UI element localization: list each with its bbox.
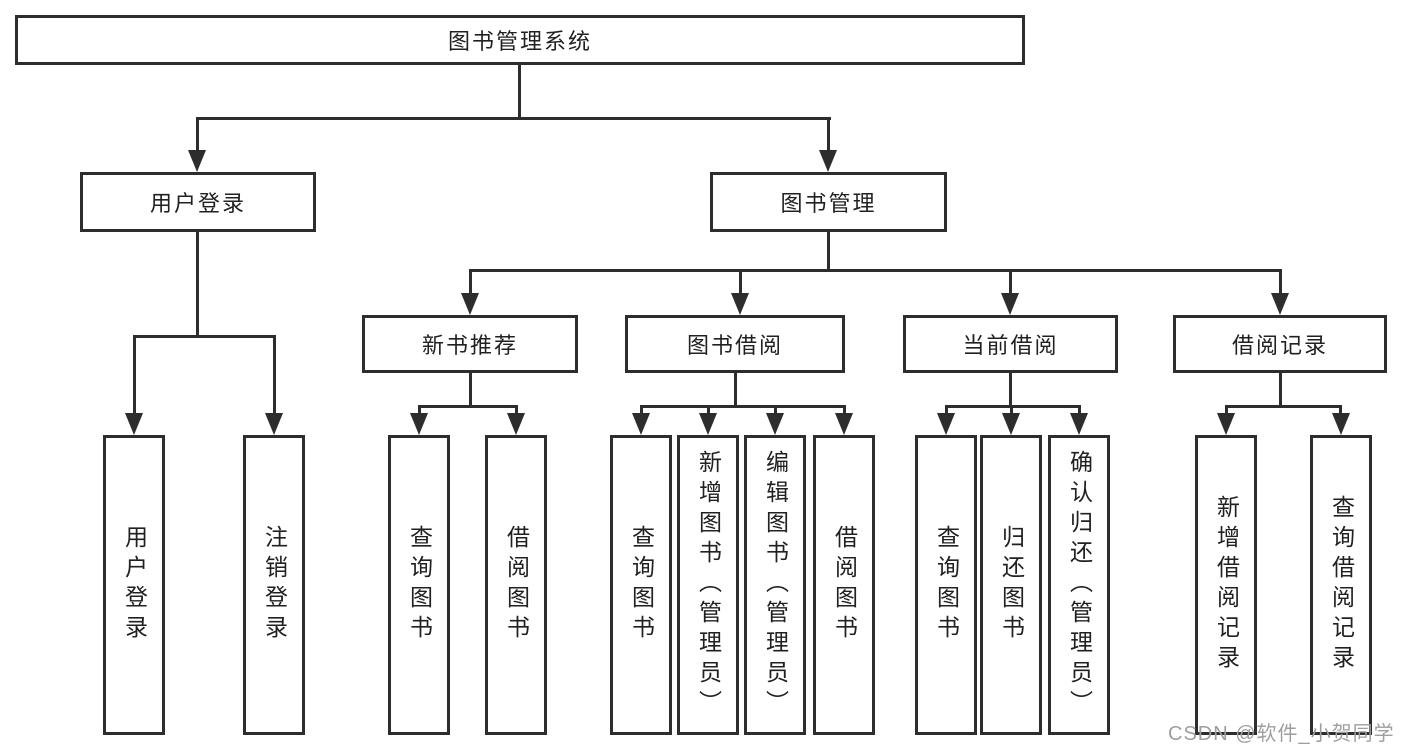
arrowhead-icon bbox=[819, 150, 837, 172]
connector-line bbox=[843, 405, 846, 416]
arrowhead-icon bbox=[699, 413, 717, 435]
leaf-borrow-book-recommend-label: 借阅图书 bbox=[503, 525, 530, 645]
leaf-return-book-label: 归还图书 bbox=[998, 525, 1025, 645]
arrowhead-icon bbox=[937, 413, 955, 435]
connector-line bbox=[1279, 269, 1282, 296]
node-root-label: 图书管理系统 bbox=[447, 29, 592, 54]
arrowhead-icon bbox=[835, 413, 853, 435]
connector-line bbox=[734, 373, 737, 408]
connector-line bbox=[196, 117, 831, 120]
arrowhead-icon bbox=[766, 413, 784, 435]
leaf-query-book-recommend-label: 查询图书 bbox=[406, 525, 433, 645]
leaf-confirm-return-admin-label: 确认归还（管理员） bbox=[1066, 450, 1093, 720]
connector-line bbox=[515, 405, 518, 416]
connector-line bbox=[273, 335, 276, 415]
leaf-borrow-book-label: 借阅图书 bbox=[831, 525, 858, 645]
arrowhead-icon bbox=[731, 293, 749, 315]
connector-line bbox=[1009, 269, 1012, 296]
leaf-confirm-return-admin: 确认归还（管理员） bbox=[1048, 435, 1110, 735]
connector-line bbox=[418, 405, 518, 408]
connector-line bbox=[1225, 405, 1228, 416]
connector-line bbox=[1009, 373, 1012, 408]
leaf-query-book-borrow-label: 查询图书 bbox=[628, 525, 655, 645]
arrowhead-icon bbox=[125, 413, 143, 435]
arrowhead-icon bbox=[1332, 413, 1350, 435]
connector-line bbox=[133, 335, 136, 415]
arrowhead-icon bbox=[1217, 413, 1235, 435]
arrowhead-icon bbox=[410, 413, 428, 435]
leaf-query-book-recommend: 查询图书 bbox=[388, 435, 450, 735]
connector-line bbox=[1225, 405, 1342, 408]
arrowhead-icon bbox=[265, 413, 283, 435]
leaf-add-borrow-record-label: 新增借阅记录 bbox=[1213, 495, 1240, 675]
leaf-query-borrow-record: 查询借阅记录 bbox=[1310, 435, 1372, 735]
arrowhead-icon bbox=[1002, 413, 1020, 435]
leaf-add-book-admin-label: 新增图书（管理员） bbox=[695, 450, 722, 720]
node-borrow-record: 借阅记录 bbox=[1173, 315, 1387, 373]
node-book-management: 图书管理 bbox=[710, 172, 947, 232]
connector-line bbox=[640, 405, 643, 416]
connector-line bbox=[945, 405, 948, 416]
arrowhead-icon bbox=[507, 413, 525, 435]
connector-line bbox=[1339, 405, 1342, 416]
node-user-login-branch-label: 用户登录 bbox=[149, 191, 246, 216]
arrowhead-icon bbox=[188, 150, 206, 172]
connector-line bbox=[133, 335, 276, 338]
leaf-logout-label: 注销登录 bbox=[261, 525, 288, 645]
connector-line bbox=[469, 269, 1282, 272]
connector-line bbox=[196, 117, 199, 152]
leaf-query-borrow-record-label: 查询借阅记录 bbox=[1328, 495, 1355, 675]
leaf-borrow-book-recommend: 借阅图书 bbox=[485, 435, 547, 735]
node-user-login-branch: 用户登录 bbox=[80, 172, 316, 232]
node-book-borrow: 图书借阅 bbox=[625, 315, 845, 373]
node-book-management-label: 图书管理 bbox=[780, 191, 877, 216]
leaf-query-book-current-label: 查询图书 bbox=[933, 525, 960, 645]
leaf-borrow-book: 借阅图书 bbox=[813, 435, 875, 735]
connector-line bbox=[1279, 373, 1282, 408]
connector-line bbox=[469, 373, 472, 408]
leaf-edit-book-admin-label: 编辑图书（管理员） bbox=[762, 450, 789, 720]
connector-line bbox=[1010, 405, 1013, 416]
node-borrow-record-label: 借阅记录 bbox=[1231, 333, 1328, 358]
arrowhead-icon bbox=[632, 413, 650, 435]
leaf-user-login: 用户登录 bbox=[103, 435, 165, 735]
leaf-user-login-label: 用户登录 bbox=[121, 525, 148, 645]
watermark: CSDN @软件_小贺同学 bbox=[1168, 723, 1395, 745]
arrowhead-icon bbox=[1001, 293, 1019, 315]
connector-line bbox=[1078, 405, 1081, 416]
node-root: 图书管理系统 bbox=[15, 15, 1025, 65]
node-book-borrow-label: 图书借阅 bbox=[686, 333, 783, 358]
connector-line bbox=[707, 405, 710, 416]
connector-line bbox=[739, 269, 742, 296]
leaf-add-borrow-record: 新增借阅记录 bbox=[1195, 435, 1257, 735]
connector-line bbox=[827, 232, 830, 272]
leaf-query-book-current: 查询图书 bbox=[915, 435, 977, 735]
leaf-query-book-borrow: 查询图书 bbox=[610, 435, 672, 735]
node-new-book-recommend: 新书推荐 bbox=[362, 315, 578, 373]
leaf-logout: 注销登录 bbox=[243, 435, 305, 735]
connector-line bbox=[640, 405, 846, 408]
connector-line bbox=[827, 117, 830, 152]
connector-line bbox=[196, 232, 199, 338]
connector-line bbox=[469, 269, 472, 296]
connector-line bbox=[518, 65, 521, 119]
node-current-borrow: 当前借阅 bbox=[903, 315, 1118, 373]
leaf-add-book-admin: 新增图书（管理员） bbox=[677, 435, 739, 735]
arrowhead-icon bbox=[1271, 293, 1289, 315]
leaf-edit-book-admin: 编辑图书（管理员） bbox=[744, 435, 806, 735]
leaf-return-book: 归还图书 bbox=[980, 435, 1042, 735]
connector-line bbox=[418, 405, 421, 416]
connector-line bbox=[945, 405, 1081, 408]
arrowhead-icon bbox=[461, 293, 479, 315]
arrowhead-icon bbox=[1070, 413, 1088, 435]
connector-line bbox=[774, 405, 777, 416]
node-new-book-recommend-label: 新书推荐 bbox=[421, 333, 518, 358]
node-current-borrow-label: 当前借阅 bbox=[962, 333, 1059, 358]
